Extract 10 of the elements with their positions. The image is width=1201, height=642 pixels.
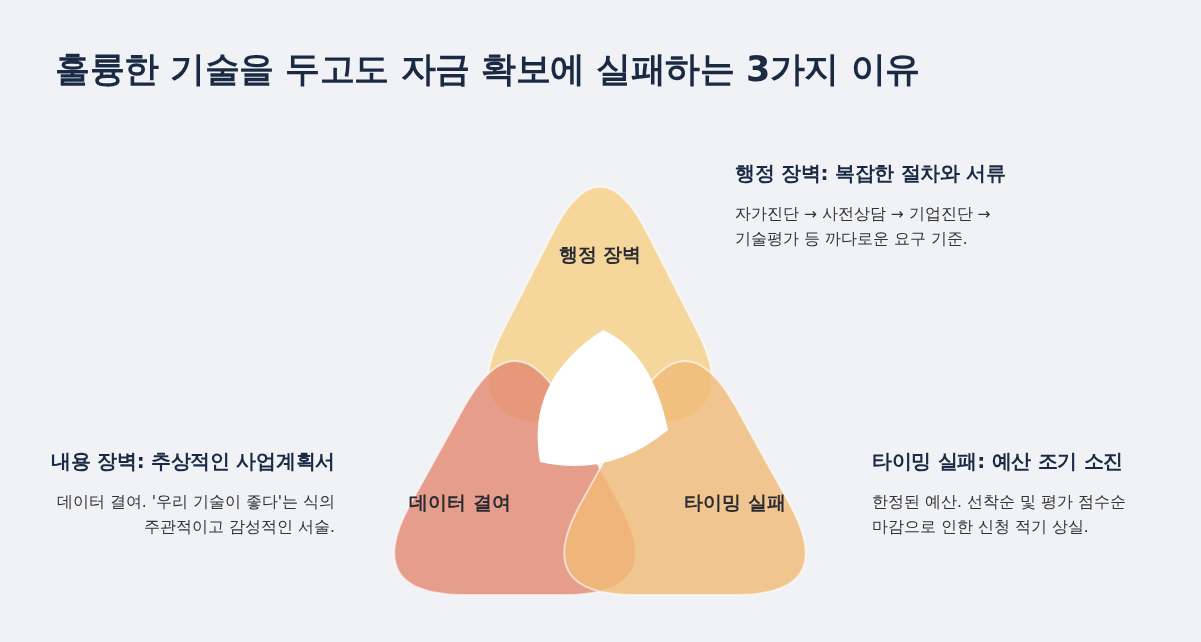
annotation-text: 데이터 결여. '우리 기술이 좋다'는 식의 주관적이고 감성적인 서술. <box>55 492 335 538</box>
title: 훌륭한 기술을 두고도 자금 확보에 실패하는 3가지 이유 <box>55 48 920 91</box>
annotation-text: 한정된 예산. 선착순 및 평가 점수순 마감으로 인한 신청 적기 상실. <box>872 492 1127 538</box>
annotation-heading: 내용 장벽: 추상적인 사업계획서 <box>51 448 335 475</box>
annotation-heading: 타이밍 실패: 예산 조기 소진 <box>872 448 1124 475</box>
annotation-heading: 행정 장벽: 복잡한 절차와 서류 <box>735 160 1006 187</box>
shape-label: 데이터 결여 <box>409 490 511 515</box>
shape-label: 타이밍 실패 <box>684 490 786 515</box>
annotation-text: 자가진단 → 사전상담 → 기업진단 → 기술평가 등 까다로운 요구 기준. <box>735 204 992 250</box>
shape-label: 행정 장벽 <box>558 242 642 267</box>
